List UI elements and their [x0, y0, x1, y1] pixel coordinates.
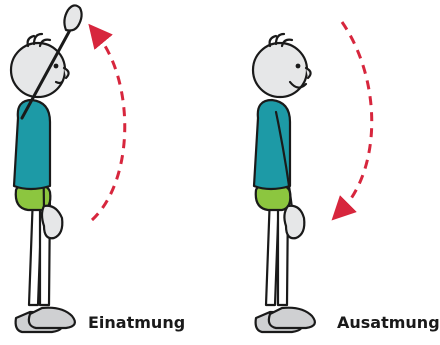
figure-exhale-hand — [284, 206, 304, 239]
figure-exhale-head — [253, 43, 307, 97]
figure-inhale-eye — [54, 64, 59, 69]
figure-inhale-shirt — [14, 100, 50, 189]
breathing-arrow-down-icon — [340, 22, 372, 212]
figure-inhale — [11, 5, 82, 332]
figure-inhale-raised-hand — [64, 5, 81, 30]
figure-exhale — [253, 34, 315, 332]
figure-inhale-shoe-front — [29, 308, 75, 328]
breathing-arrow-up-icon — [92, 33, 125, 220]
figure-exhale-shirt — [254, 100, 290, 189]
figure-inhale-mouth — [56, 82, 62, 83]
figure-exhale-eye — [296, 64, 301, 69]
figure-exhale-shoe-front — [269, 308, 315, 328]
caption-inhale: Einatmung — [88, 313, 185, 333]
caption-exhale: Ausatmung — [337, 313, 440, 333]
figure-inhale-hand — [42, 206, 62, 239]
